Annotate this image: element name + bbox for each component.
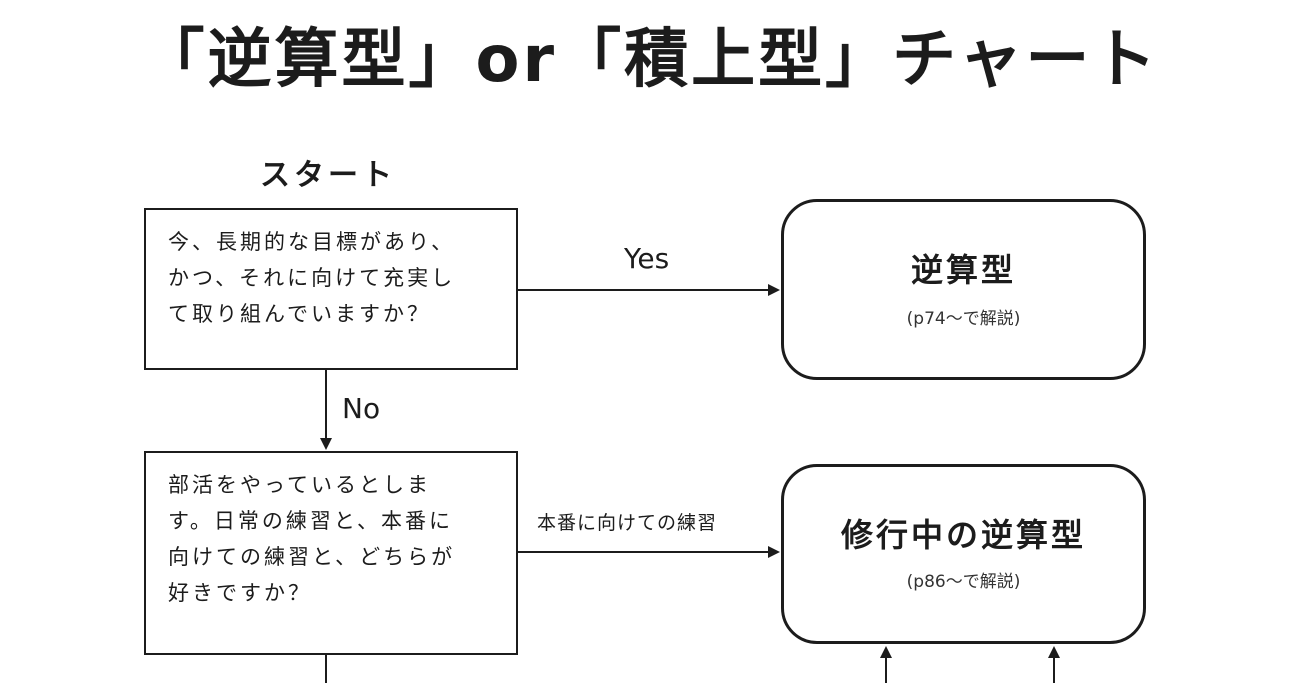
result-note-1: (p74～で解説) — [906, 309, 1021, 329]
edge-label-no: No — [342, 392, 381, 425]
result-note-2: (p86～で解説) — [906, 572, 1021, 592]
question-box-1: 今、長期的な目標があり、 かつ、それに向けて充実し て取り組んでいますか？ — [144, 208, 518, 370]
edge-label-yes: Yes — [624, 242, 670, 275]
question-text-2: 部活をやっているとしま す。日常の練習と、本番に 向けての練習と、どちらが 好き… — [168, 473, 456, 605]
edge-label-honban: 本番に向けての練習 — [537, 512, 718, 534]
start-label: スタート — [260, 158, 396, 193]
result-name-2: 修行中の逆算型 — [840, 516, 1086, 554]
question-box-2: 部活をやっているとしま す。日常の練習と、本番に 向けての練習と、どちらが 好き… — [144, 451, 518, 655]
result-name-1: 逆算型 — [910, 251, 1016, 289]
result-box-shugyochu: 修行中の逆算型 (p86～で解説) — [781, 464, 1146, 644]
question-text-1: 今、長期的な目標があり、 かつ、それに向けて充実し て取り組んでいますか？ — [168, 230, 456, 326]
result-box-gyakusan: 逆算型 (p74～で解説) — [781, 199, 1146, 380]
page-title: 「逆算型」or「積上型」チャート — [140, 23, 1160, 97]
